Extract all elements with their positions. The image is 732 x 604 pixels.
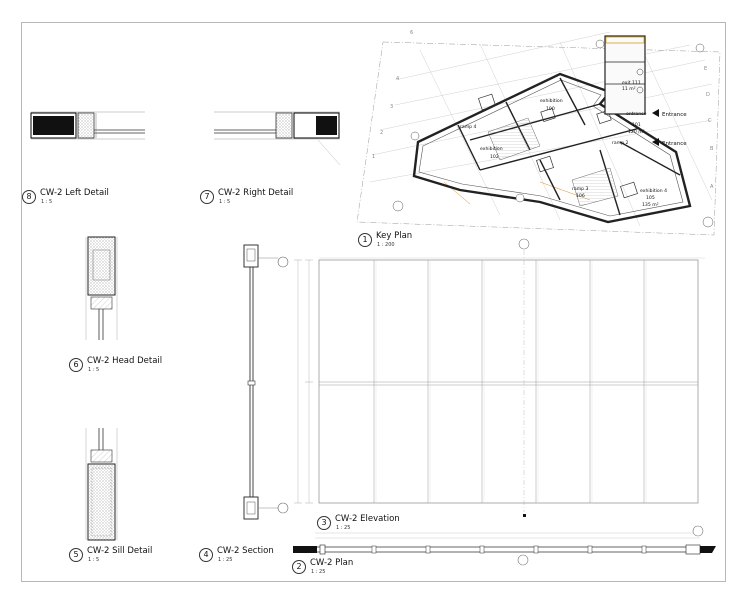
room-name: 106: [576, 193, 585, 199]
right-detail-drawing: [214, 111, 341, 166]
room-area: 11 m²: [622, 86, 636, 92]
view-scale: 1 : 5: [219, 199, 231, 205]
room-name: 102: [490, 154, 499, 160]
view-number-bubble: 6: [69, 358, 83, 372]
view-title: CW-2 Section: [217, 546, 274, 556]
view-number-bubble: 1: [358, 233, 372, 247]
view-number-bubble: 8: [22, 190, 36, 204]
room-name: exit 111: [622, 80, 641, 86]
plan-drawing: [293, 525, 716, 566]
sill-detail-drawing: [85, 428, 118, 541]
room-name: ramp 4: [460, 124, 477, 130]
view-title: CW-2 Right Detail: [218, 188, 294, 198]
room-name: entrance: [626, 111, 647, 117]
head-detail-drawing: [85, 236, 118, 340]
view-title: CW-2 Head Detail: [87, 356, 163, 366]
view-scale: 1 : 25: [218, 557, 233, 563]
room-name: ramp 2: [612, 140, 629, 146]
entrance-callout: Entrance: [662, 112, 687, 118]
room-area: 135 m²: [642, 202, 659, 208]
view-number-bubble: 2: [292, 560, 306, 574]
room-name: ramp 3: [572, 186, 589, 192]
view-scale: 1 : 25: [311, 569, 326, 575]
view-title: CW-2 Left Detail: [40, 188, 109, 198]
svg-text:3: 3: [390, 104, 393, 110]
view-number-bubble: 7: [200, 190, 214, 204]
room-area: 120 m²: [628, 129, 645, 135]
view-number-bubble: 5: [69, 548, 83, 562]
svg-text:4: 4: [396, 76, 399, 82]
room-name: exhibition: [480, 146, 503, 152]
view-scale: 1 : 5: [88, 557, 100, 563]
svg-text:E: E: [704, 66, 707, 72]
view-title: CW-2 Elevation: [335, 514, 400, 524]
section-drawing: [243, 244, 289, 520]
entrance-callout: Entrance: [662, 141, 687, 147]
view-number-bubble: 3: [317, 516, 331, 530]
svg-text:2: 2: [380, 130, 383, 136]
view-title: CW-2 Sill Detail: [87, 546, 153, 556]
key-plan-room-labels: exit 111 11 m² entrance 101 120 m² exhib…: [460, 80, 687, 208]
view-title: Key Plan: [376, 231, 413, 241]
room-name: exhibition 4: [640, 188, 667, 194]
key-plan-drawing: 6 4 3 2 1 E D C B A: [356, 30, 721, 236]
svg-text:C: C: [708, 118, 712, 124]
room-name: exhibition: [540, 98, 563, 104]
svg-text:6: 6: [410, 30, 413, 36]
svg-text:1: 1: [372, 154, 375, 160]
room-name: 100: [546, 106, 555, 112]
view-scale: 1 : 200: [377, 242, 395, 248]
view-scale: 1 : 5: [88, 367, 100, 373]
view-scale: 1 : 5: [41, 199, 53, 205]
left-detail-drawing: [30, 111, 145, 140]
elevation-drawing: [294, 238, 705, 517]
view-title: CW-2 Plan: [310, 558, 354, 568]
svg-text:D: D: [706, 92, 710, 98]
view-scale: 1 : 25: [336, 525, 351, 531]
room-name: 101: [632, 122, 641, 128]
svg-text:A: A: [710, 184, 714, 190]
svg-text:B: B: [710, 146, 714, 152]
view-number-bubble: 4: [199, 548, 213, 562]
sheet-border: [21, 22, 726, 582]
room-name: 105: [646, 195, 655, 201]
